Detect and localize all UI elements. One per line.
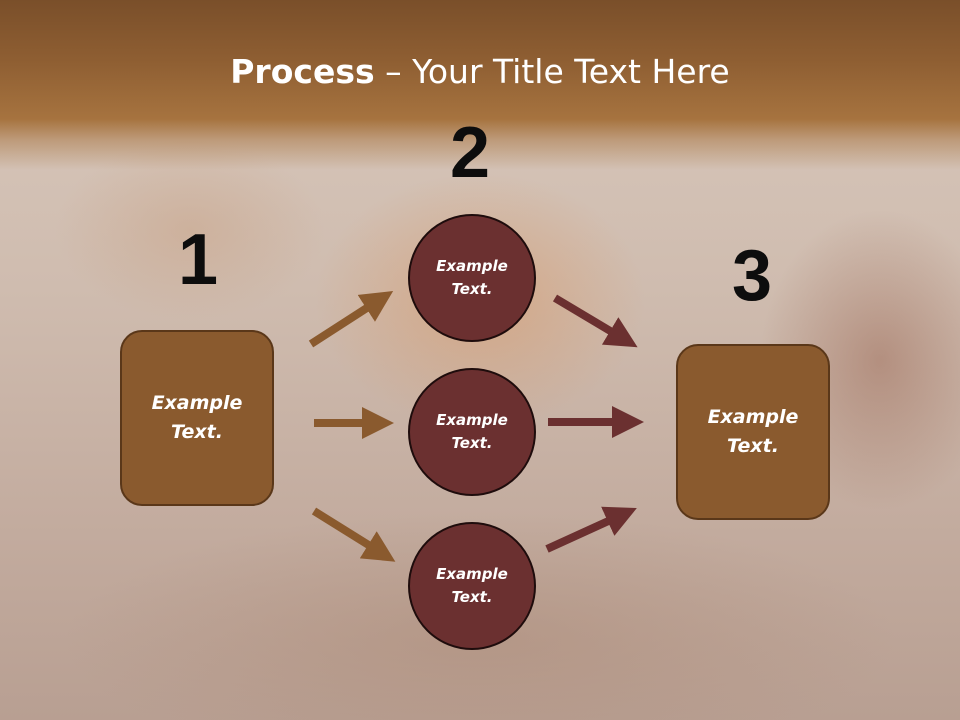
- title-rest: – Your Title Text Here: [374, 52, 730, 91]
- step-number-2: 2: [450, 113, 491, 193]
- left-box: Example Text.: [120, 330, 274, 506]
- circle-bottom: Example Text.: [408, 522, 536, 650]
- circle-middle-label: Example Text.: [436, 411, 508, 452]
- right-box: Example Text.: [676, 344, 830, 520]
- arrow-top-to-right: [552, 294, 638, 348]
- step-number-3: 3: [732, 236, 773, 316]
- circle-top-label: Example Text.: [436, 257, 508, 298]
- right-box-label: Example Text.: [707, 406, 799, 457]
- title-banner: [0, 0, 960, 170]
- title-bold: Process: [230, 52, 375, 91]
- arrow-left-to-bottom: [311, 507, 396, 562]
- circle-middle: Example Text.: [408, 368, 536, 496]
- arrow-left-to-top: [308, 290, 394, 348]
- circle-top: Example Text.: [408, 214, 536, 342]
- slide-title: Process – Your Title Text Here: [0, 52, 960, 91]
- left-box-label: Example Text.: [151, 392, 243, 443]
- arrow-bottom-to-right: [545, 506, 637, 553]
- circle-bottom-label: Example Text.: [436, 565, 508, 606]
- step-number-1: 1: [178, 220, 219, 300]
